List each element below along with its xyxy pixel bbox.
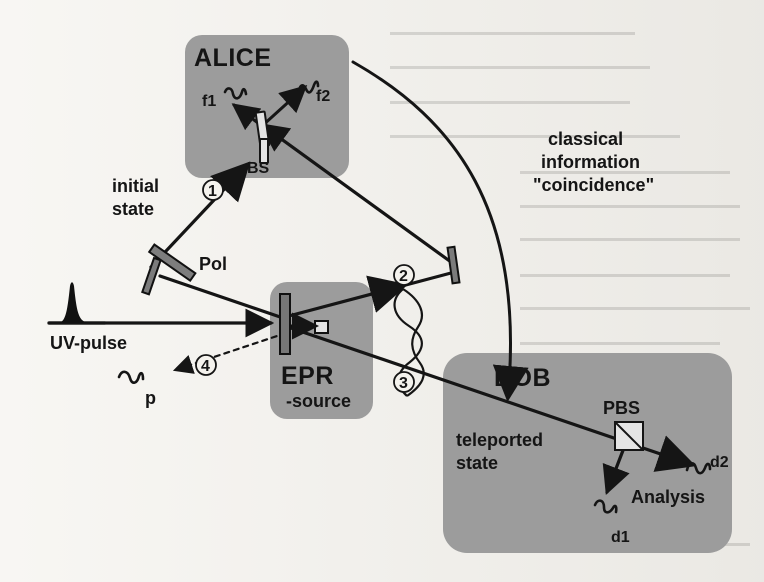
initial-state-label-line-2: state: [112, 199, 154, 219]
path-four-dashed-beam: [172, 331, 288, 374]
uv-pulse-icon: [58, 282, 90, 323]
alice-label: ALICE: [194, 44, 272, 72]
teleported-state-label-line-2: state: [456, 453, 498, 473]
f2-detector-icon: [297, 80, 320, 94]
pulse-shape: [58, 282, 90, 323]
f2-label: f2: [316, 88, 330, 105]
polarizer-icon: [147, 243, 197, 283]
alice-components: [223, 80, 320, 164]
d2-label: d2: [710, 454, 729, 471]
alice-detector-stem-icon: [259, 138, 269, 164]
initial-state-label-line-1: initial: [112, 176, 159, 196]
d2-detector-icon: [685, 462, 712, 475]
classical-information-path: [351, 60, 529, 402]
alice-box: [185, 35, 349, 178]
path-four-number: 4: [201, 358, 210, 375]
p-detector-icon: [117, 370, 145, 384]
epr-source-label-line-2: -source: [286, 391, 351, 411]
alice-right-output-beam: [260, 84, 308, 128]
mirrors: [141, 245, 461, 355]
pbs-label: PBS: [603, 398, 640, 418]
pol-label: Pol: [199, 254, 227, 274]
analysis-label: Analysis: [631, 487, 705, 507]
f1-detector-icon: [223, 87, 248, 100]
pol-to-epr-beam: [158, 274, 288, 321]
bs-label: BS: [247, 160, 270, 177]
path-three-circle: [393, 371, 415, 393]
pbs-diagonal: [614, 421, 644, 451]
epr-small-mirror-icon: [314, 320, 329, 334]
path-one-number: 1: [208, 183, 217, 200]
path-two-number: 2: [399, 268, 408, 285]
classical-information-label-line-3: "coincidence": [533, 175, 654, 195]
epr-to-path-two-beam: [283, 275, 409, 319]
p-label: p: [145, 388, 156, 408]
d1-label: d1: [611, 529, 630, 546]
left-mirror-icon: [141, 256, 162, 296]
entanglement-wavy-line-left: [402, 288, 425, 397]
right-mirror-to-alice-beam: [259, 123, 453, 264]
path-three-number: 3: [399, 375, 408, 392]
d1-detector-icon: [593, 499, 618, 514]
polarizer: [147, 243, 197, 283]
right-mirror-icon: [446, 245, 461, 285]
uv-pulse-label: UV-pulse: [50, 333, 127, 353]
teleported-state-label-line-1: teleported: [456, 430, 543, 450]
f1-label: f1: [202, 93, 216, 110]
classical-information-label-line-2: information: [541, 152, 640, 172]
path-one-circle: [202, 179, 224, 201]
path-number-markers: [195, 179, 415, 393]
bob-components: [117, 370, 712, 514]
bob-label: BOB: [494, 364, 551, 392]
pol-to-alice-beam: [149, 161, 251, 269]
epr-crystal-icon: [279, 293, 291, 355]
path-four-circle: [195, 354, 217, 376]
classical-information-label-line-1: classical: [548, 129, 623, 149]
path-two-circle: [393, 264, 415, 286]
epr-source-label-line-1: EPR: [281, 362, 334, 390]
